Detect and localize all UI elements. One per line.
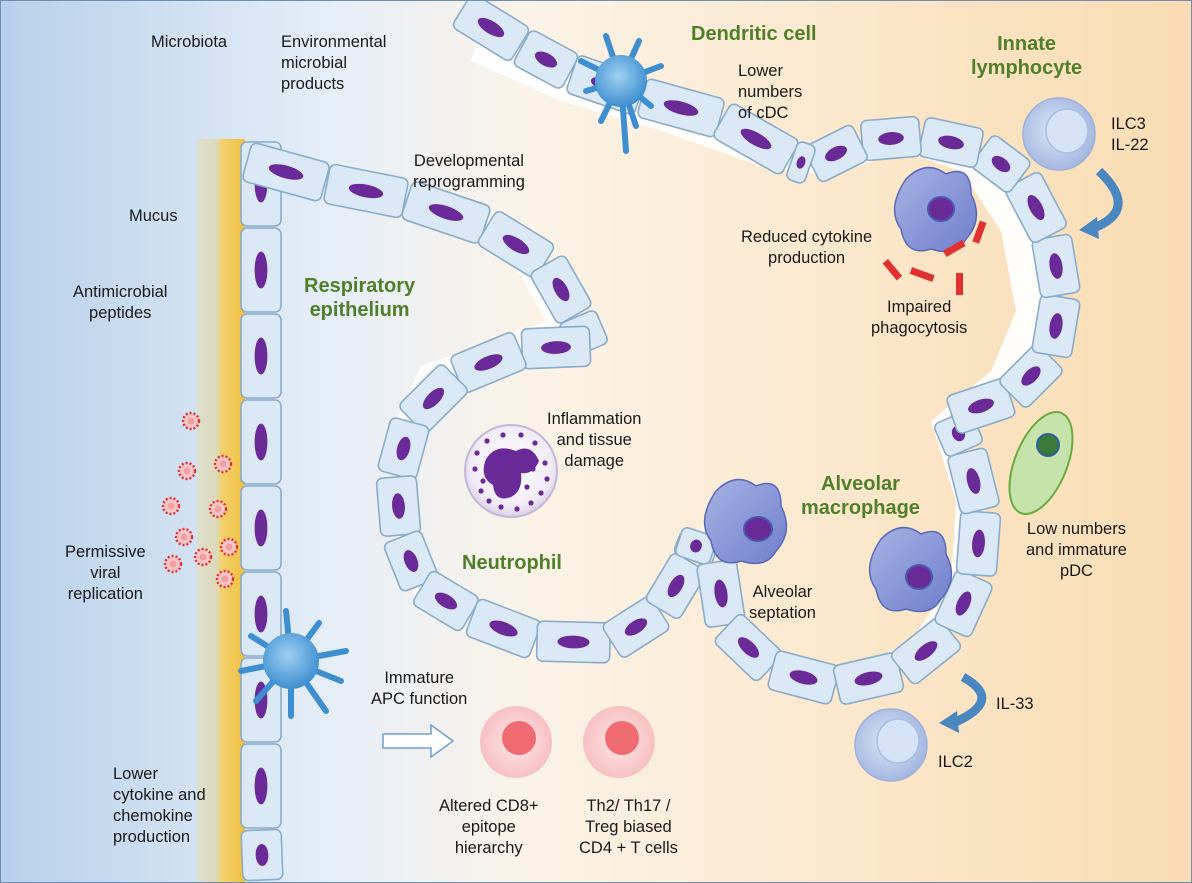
ilc-cell-icon: [854, 708, 928, 782]
particle-marks: [882, 220, 987, 295]
epithelial-cell: [714, 613, 783, 682]
epithelial-cell: [399, 364, 468, 433]
heading-alveolar-macrophage: Alveolar macrophage: [801, 473, 920, 519]
heading-innate-lymphocyte: Innate lymphocyte: [971, 33, 1083, 79]
epithelial-cell: [832, 652, 905, 705]
virus-particle-icon: [177, 461, 197, 481]
label-il33: IL-33: [996, 695, 1034, 713]
virus-particle-icon: [163, 554, 183, 574]
epithelial-cell: [240, 399, 282, 485]
epithelial-cell: [240, 313, 282, 399]
epithelial-cell: [713, 103, 799, 175]
t-cell-icon: [480, 706, 552, 778]
epithelial-cell: [1005, 171, 1067, 244]
label-lower-cdc: Lower numbers of cDC: [738, 62, 803, 122]
epithelial-cell: [240, 227, 282, 313]
label-antimicrobial-peptides: Antimicrobial peptides: [73, 283, 168, 322]
epithelial-cell: [450, 331, 527, 394]
hollow-arrow-icon: [382, 723, 455, 759]
t-cell-icon: [583, 706, 655, 778]
macrophage-icon: [703, 478, 788, 565]
macrophage-icon: [893, 166, 978, 253]
virus-particle-icon: [174, 527, 194, 547]
ilc-cell-icon: [1022, 97, 1096, 171]
label-altered-cd8: Altered CD8+ epitope hierarchy: [439, 797, 539, 857]
epithelial-cell: [240, 828, 284, 882]
epithelial-cell: [535, 620, 612, 664]
heading-neutrophil: Neutrophil: [462, 552, 562, 574]
label-ilc2: ILC2: [938, 753, 973, 771]
virus-particle-icon: [161, 496, 181, 516]
label-mucus: Mucus: [129, 207, 178, 225]
epithelial-cell: [452, 1, 530, 62]
label-alveolar-septation: Alveolar septation: [749, 583, 816, 622]
virus-particle-icon: [215, 569, 235, 589]
virus-particles: [161, 411, 239, 589]
curved-arrow-icon: [939, 673, 987, 733]
macrophage-icon: [868, 526, 953, 613]
mucus-fade: [197, 139, 219, 882]
heading-dendritic-cell: Dendritic cell: [691, 23, 817, 45]
epithelial-cell: [401, 181, 491, 244]
epithelial-cell: [602, 596, 670, 658]
epithelial-cell: [645, 552, 707, 620]
curved-arrow-icon: [1079, 167, 1123, 239]
epithelial-cell: [767, 650, 840, 705]
virus-particle-icon: [181, 411, 201, 431]
label-microbiota: Microbiota: [151, 33, 228, 51]
epithelial-cell: [804, 124, 868, 183]
label-inflammation: Inflammation and tissue damage: [547, 410, 642, 470]
label-impaired-phagocytosis: Impaired phagocytosis: [871, 298, 968, 337]
label-low-pdc: Low numbers and immature pDC: [1026, 520, 1127, 580]
epithelial-cell: [412, 570, 480, 632]
epithelial-cell: [513, 30, 579, 89]
virus-particle-icon: [219, 537, 239, 557]
epithelial-cell: [918, 116, 984, 169]
epithelial-cell: [530, 255, 592, 324]
virus-particle-icon: [213, 454, 233, 474]
epithelial-cell: [1031, 293, 1081, 359]
label-immature-apc: Immature APC function: [371, 669, 468, 708]
label-ilc3: ILC3 IL-22: [1111, 115, 1149, 154]
label-permissive-replication: Permissive viral replication: [65, 543, 146, 603]
label-developmental-reprogramming: Developmental reprogramming: [413, 152, 525, 191]
neutrophil-icon: [464, 424, 558, 518]
virus-particle-icon: [193, 547, 213, 567]
epithelial-cell: [675, 527, 717, 565]
epithelial-cell: [971, 135, 1031, 193]
epithelial-cell: [1031, 233, 1081, 299]
epithelial-cell: [637, 78, 725, 138]
epithelial-cell: [477, 210, 555, 279]
dendritic-cell-icon: [578, 33, 664, 154]
epithelial-cell: [377, 417, 430, 480]
epithelial-cell: [946, 378, 1016, 434]
epithelial-cell: [520, 325, 592, 370]
epithelial-cell: [383, 530, 439, 592]
epithelial-cell: [890, 617, 962, 685]
virus-particle-icon: [208, 499, 228, 519]
epithelial-cell: [786, 141, 816, 184]
epithelial-cell: [375, 475, 422, 537]
epithelial-cell: [947, 447, 1000, 515]
dendritic-cell-icon: [238, 608, 349, 719]
epithelial-cell: [860, 115, 922, 162]
label-reduced-cytokine: Reduced cytokine production: [741, 228, 873, 267]
epithelial-cell: [323, 163, 409, 219]
epithelial-cell: [240, 485, 282, 571]
epithelial-cell: [955, 510, 1002, 577]
epithelium-cells: [240, 1, 1081, 882]
epithelial-cell: [696, 558, 746, 629]
epithelial-cell: [240, 743, 282, 829]
label-th2-th17-treg: Th2/ Th17 / Treg biased CD4 + T cells: [579, 797, 678, 857]
heading-respiratory-epithelium: Respiratory epithelium: [304, 275, 416, 321]
label-lower-cytokine: Lower cytokine and chemokine production: [113, 765, 206, 846]
epithelial-cell: [465, 598, 542, 659]
pdc-cell-icon: [1008, 410, 1074, 516]
label-environmental-products: Environmental microbial products: [281, 33, 387, 93]
epithelial-cell: [242, 142, 330, 202]
epithelial-cell: [999, 344, 1063, 408]
